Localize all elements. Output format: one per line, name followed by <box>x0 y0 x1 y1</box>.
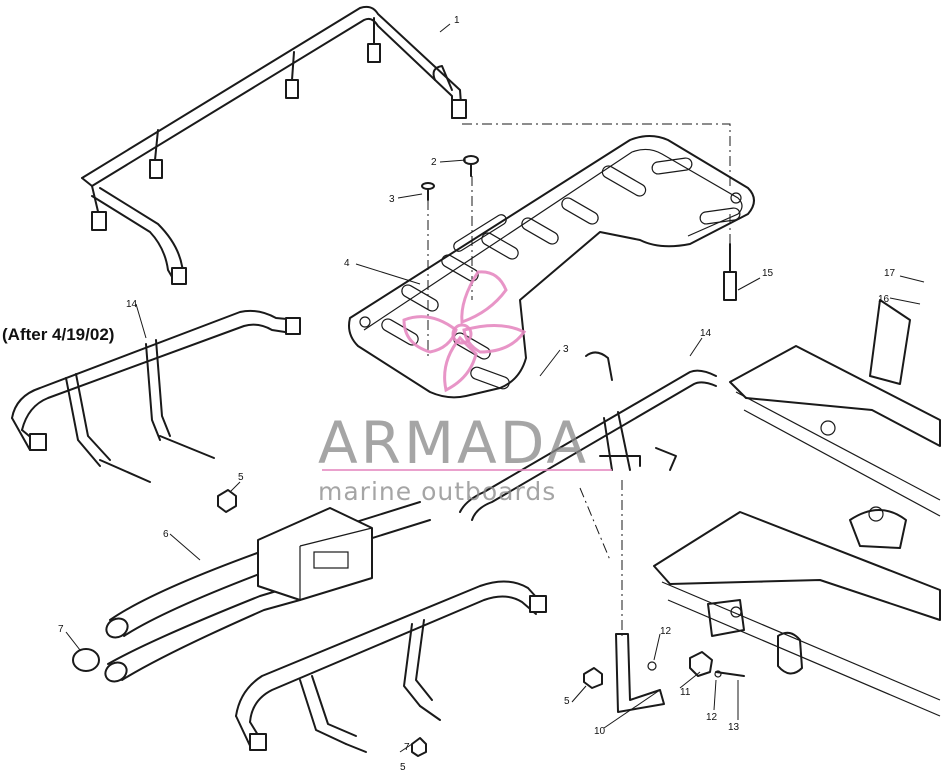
vehicle-frame <box>599 299 941 717</box>
callout-11: 11 <box>680 687 691 698</box>
callout-6: 6 <box>163 529 169 540</box>
callout-15: 15 <box>762 268 774 279</box>
callout-17: 17 <box>884 268 896 279</box>
revision-note: (After 4/19/02) <box>2 325 114 344</box>
callouts: 1 2 3 4 15 17 16 3 14 14 5 6 7 12 5 11 1… <box>58 15 896 772</box>
rear-rail-part-14-left <box>11 309 301 483</box>
callout-13: 13 <box>728 722 740 733</box>
callout-5: 5 <box>238 472 244 483</box>
watermark: ARMADA marine outboards <box>318 270 612 506</box>
callout-14: 14 <box>126 299 138 310</box>
callout-5-c: 5 <box>400 762 406 772</box>
watermark-title: ARMADA <box>318 409 589 477</box>
watermark-subtitle: marine outboards <box>318 477 556 506</box>
fasteners-top <box>421 155 737 301</box>
callout-2: 2 <box>431 157 437 168</box>
callout-10: 10 <box>594 726 606 737</box>
callout-7-b: 7 <box>404 742 410 753</box>
callout-12: 12 <box>660 626 672 637</box>
callout-12-b: 12 <box>706 712 718 723</box>
rear-bumper-lower <box>235 580 547 757</box>
leader-lines <box>65 23 925 753</box>
rack-rail-part-1 <box>81 5 467 285</box>
hitch-bracket-parts-10-13 <box>583 633 745 713</box>
callout-14-b: 14 <box>700 328 712 339</box>
callout-5-b: 5 <box>564 696 570 707</box>
callout-3-b: 3 <box>563 344 569 355</box>
rack-platform-part-4 <box>348 135 755 399</box>
callout-7: 7 <box>58 624 64 635</box>
rear-rail-part-14-right <box>459 351 717 521</box>
tow-bar-part-6 <box>72 489 431 683</box>
callout-3: 3 <box>389 194 395 205</box>
watermark-logo-icon <box>402 270 527 393</box>
callout-1: 1 <box>454 15 460 26</box>
callout-4: 4 <box>344 258 350 269</box>
callout-16: 16 <box>878 294 890 305</box>
